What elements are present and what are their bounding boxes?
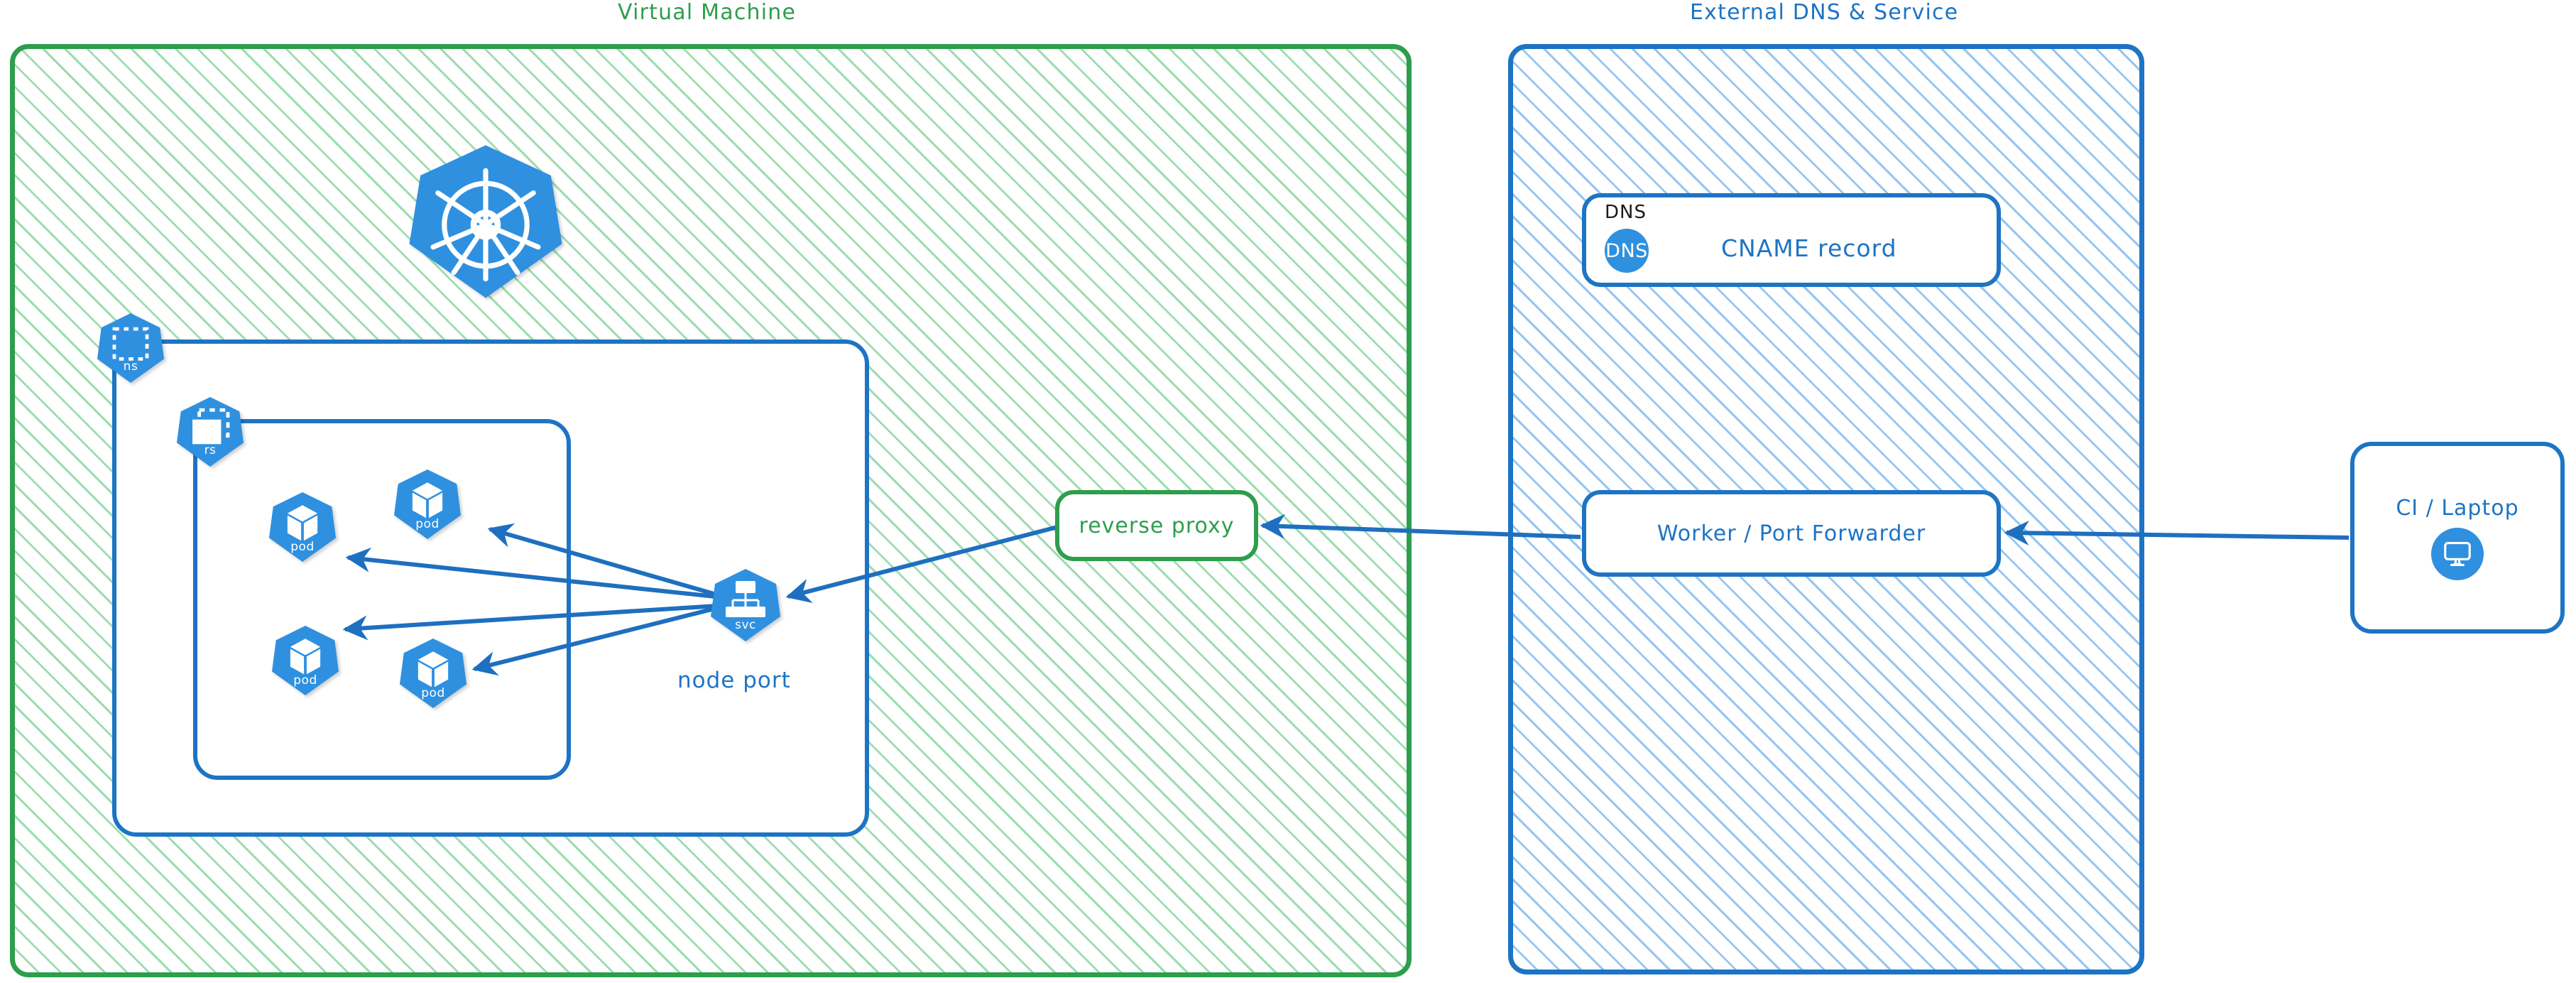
reverse-proxy-label: reverse proxy xyxy=(1079,513,1235,538)
worker-port-forwarder-node[interactable]: Worker / Port Forwarder xyxy=(1582,490,2001,577)
pod-icon-1: pod xyxy=(268,490,337,564)
client-node[interactable]: CI / Laptop xyxy=(2350,442,2565,634)
pod-icon-2: pod xyxy=(393,467,462,541)
kubernetes-wheel-icon xyxy=(406,142,565,301)
dns-card-tag: DNS xyxy=(1605,202,1647,223)
reverse-proxy-node[interactable]: reverse proxy xyxy=(1055,490,1258,561)
client-label: CI / Laptop xyxy=(2396,495,2519,521)
cname-record-label: CNAME record xyxy=(1721,234,1897,262)
pod-icon-4: pod xyxy=(399,636,467,710)
replicaset-shell xyxy=(193,419,571,780)
namespace-icon: ns xyxy=(97,311,165,385)
replicaset-icon: rs xyxy=(176,395,244,469)
worker-label: Worker / Port Forwarder xyxy=(1657,521,1926,546)
service-icon: svc xyxy=(710,567,781,643)
vm-group-title: Virtual Machine xyxy=(618,0,797,25)
node-port-label: node port xyxy=(677,668,791,693)
dns-record-card[interactable]: DNS DNS CNAME record xyxy=(1582,193,2001,287)
dns-icon: DNS xyxy=(1605,229,1649,273)
external-group-title: External DNS & Service xyxy=(1690,0,1959,25)
pod-icon-3: pod xyxy=(271,624,339,697)
monitor-icon xyxy=(2431,527,2484,580)
